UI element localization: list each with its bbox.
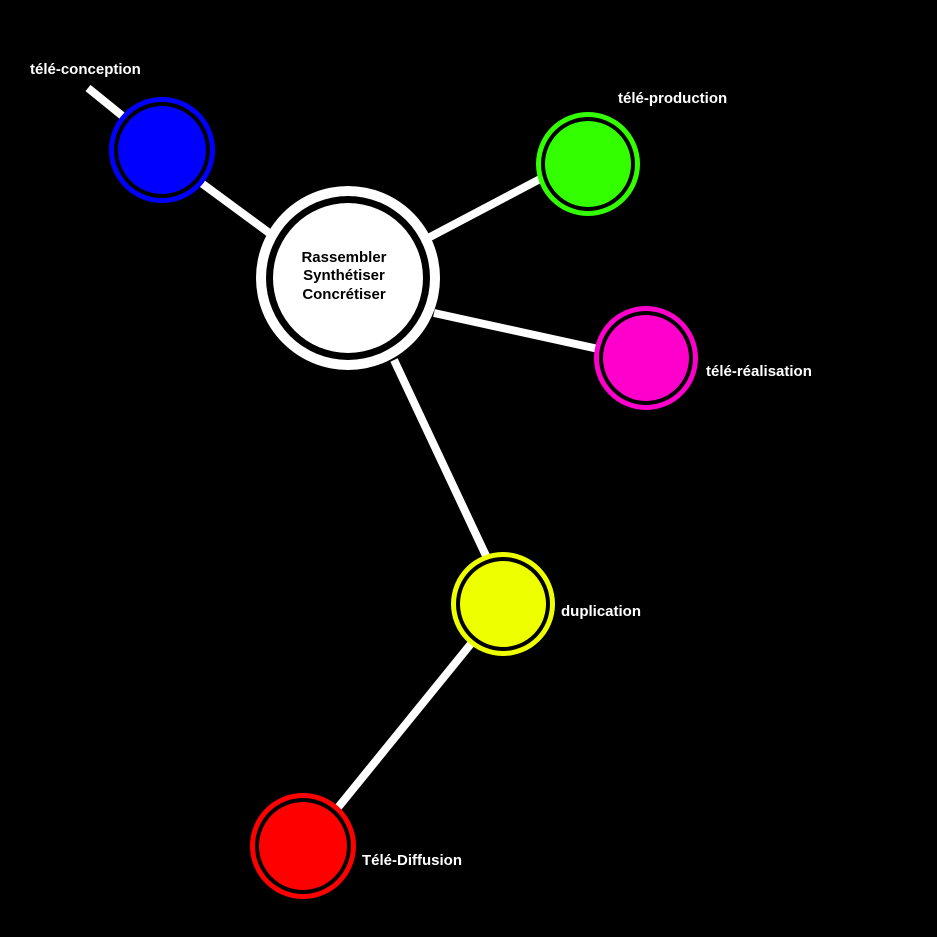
- label-tele-production: télé-production: [618, 90, 727, 107]
- link-tele-conception-tail: [85, 84, 128, 122]
- links: [85, 84, 604, 813]
- node-tele-realisation: télé-réalisation: [594, 306, 812, 410]
- node-duplication: duplication: [451, 552, 641, 656]
- link-center-tele-realisation: [433, 309, 604, 354]
- center-line-2: Synthétiser: [303, 267, 385, 284]
- center-line-1: Rassembler: [301, 249, 386, 266]
- node-tele-diffusion-fill: [259, 802, 347, 890]
- link-center-tele-production: [428, 174, 544, 241]
- center-line-3: Concrétiser: [302, 286, 386, 303]
- center-node-fill: [273, 203, 423, 353]
- label-duplication: duplication: [561, 603, 641, 620]
- node-tele-conception-fill: [118, 106, 206, 194]
- node-tele-production: télé-production: [536, 90, 727, 216]
- link-center-tele-conception: [197, 178, 275, 239]
- link-center-duplication: [390, 358, 492, 562]
- link-duplication-tele-diffusion: [332, 637, 478, 813]
- node-tele-diffusion: Télé-Diffusion: [250, 793, 462, 899]
- node-tele-conception: télé-conception: [30, 61, 215, 203]
- label-tele-conception: télé-conception: [30, 61, 141, 78]
- node-tele-production-fill: [545, 121, 631, 207]
- node-tele-realisation-fill: [603, 315, 689, 401]
- node-duplication-fill: [460, 561, 546, 647]
- center-node: Rassembler Synthétiser Concrétiser: [256, 186, 440, 370]
- label-tele-diffusion: Télé-Diffusion: [362, 852, 462, 869]
- label-tele-realisation: télé-réalisation: [706, 363, 812, 380]
